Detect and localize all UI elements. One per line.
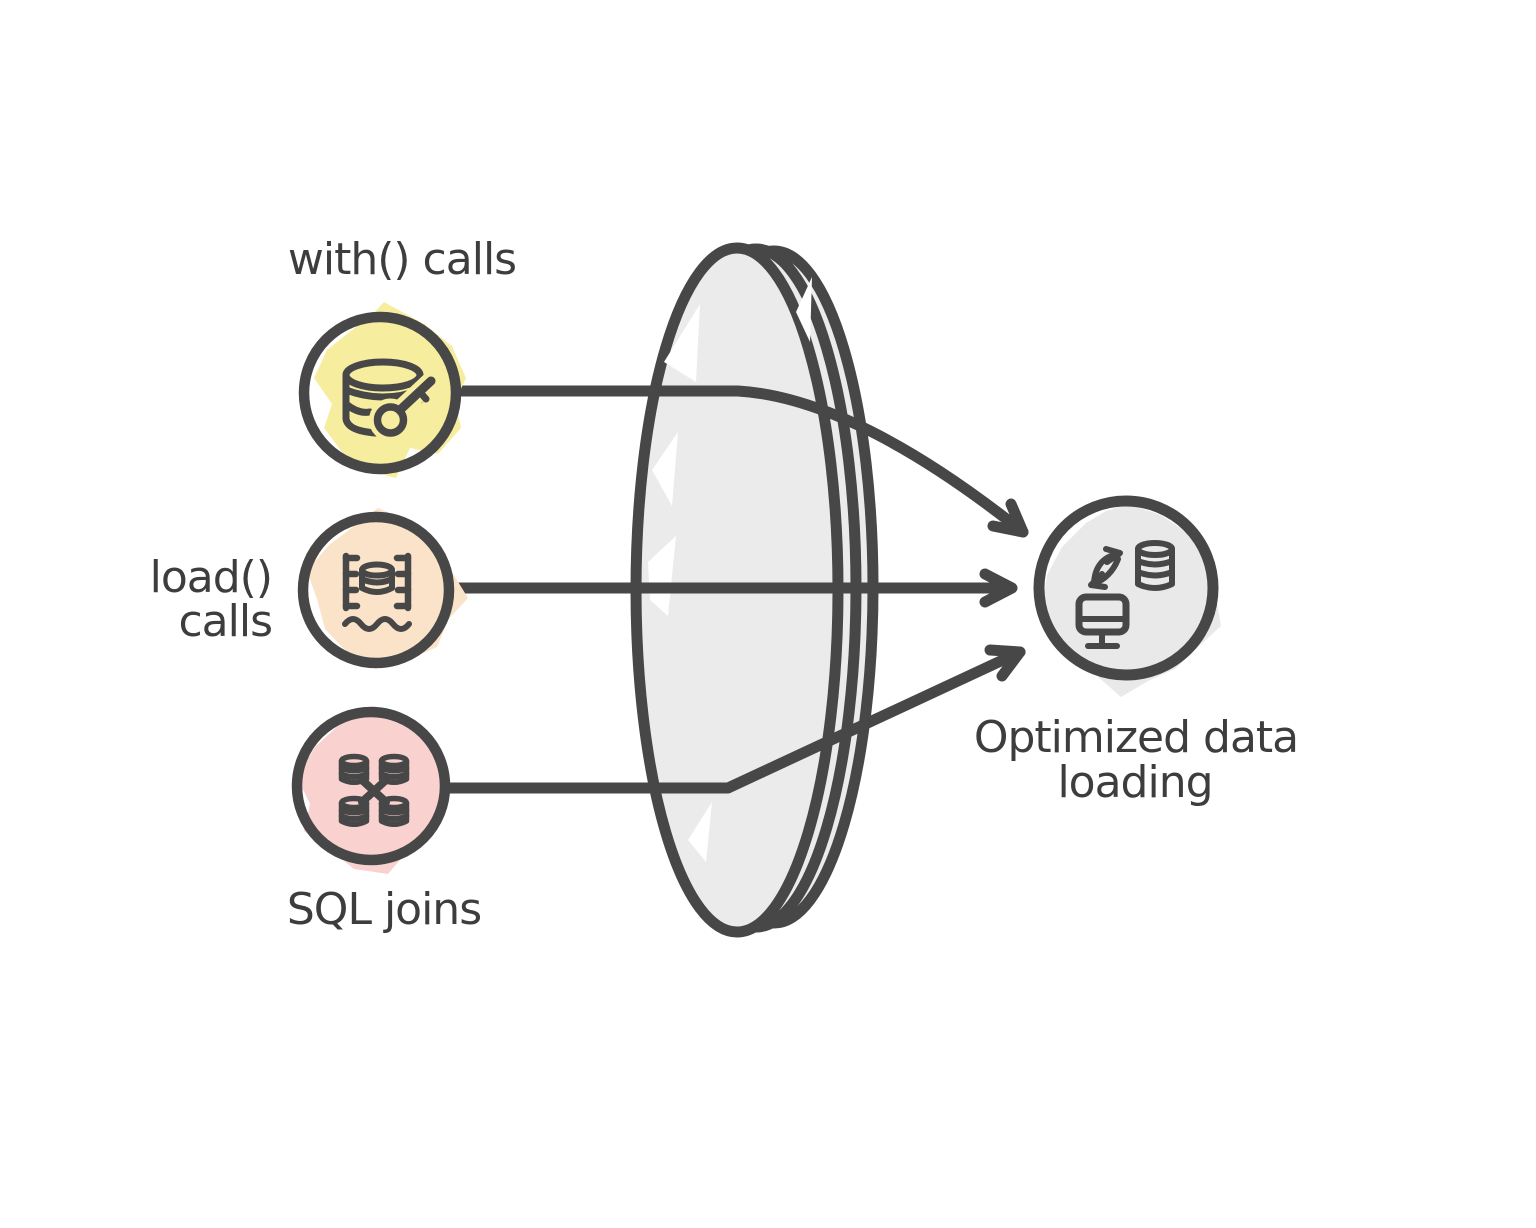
node-result: Optimized data loading: [974, 495, 1299, 808]
mini-database-disc: [338, 807, 370, 816]
key-bow: [373, 403, 408, 437]
ray-sql-to-result: [434, 644, 1026, 794]
sync-arrowhead: [1103, 546, 1123, 565]
key-shaft: [395, 376, 436, 415]
database-body: [1135, 546, 1175, 591]
mini-database-disc: [378, 771, 410, 780]
database-cross-join-icon: [338, 753, 410, 827]
rays: [434, 385, 1029, 794]
monitor-icon: [1075, 593, 1130, 649]
mini-database-disc: [338, 813, 370, 822]
database-fill-level-icon: [342, 552, 412, 632]
result-label-line2: loading: [1057, 757, 1212, 808]
mini-database-disc: [378, 813, 410, 822]
sql-joins-label: SQL joins: [287, 884, 481, 935]
database-key-icon: [342, 358, 441, 442]
node-circle: [297, 511, 455, 669]
sync-arrowhead: [1088, 571, 1108, 590]
with-calls-label: with() calls: [288, 234, 516, 285]
mini-database-body: [338, 800, 370, 827]
scribble-gap: [688, 802, 712, 862]
arrowhead-icon: [984, 644, 1026, 682]
ray-load-to-result: [438, 568, 1018, 608]
load-calls-label-line2: calls: [178, 596, 272, 647]
database-stack-icon: [1135, 540, 1175, 591]
computer-database-sync-icon: [1075, 540, 1175, 649]
water-wave: [342, 616, 412, 632]
join-cross: [358, 776, 390, 806]
lens-scribble-gaps: [648, 277, 812, 862]
result-label-line1: Optimized data: [974, 712, 1298, 763]
scribble-gap: [648, 536, 676, 616]
sync-arrows-icon: [1088, 546, 1123, 590]
node-with-calls: with() calls: [288, 234, 517, 478]
arrowhead-icon: [979, 568, 1018, 608]
load-calls-label-line1: load(): [150, 552, 272, 603]
database-disc: [1135, 558, 1175, 568]
database-disc: [342, 400, 374, 416]
scribble-gap: [664, 304, 700, 382]
scribble-gap: [652, 432, 678, 506]
arrowhead-icon: [987, 498, 1029, 538]
database-disc: [359, 576, 395, 586]
mini-database-disc: [378, 765, 410, 774]
ray-with-to-result: [442, 385, 1029, 538]
database-body: [342, 371, 380, 437]
database-body: [359, 567, 395, 595]
node-circle: [291, 706, 451, 866]
key-tooth: [415, 387, 430, 403]
mini-database-disc: [338, 771, 370, 780]
database-disc: [1135, 569, 1175, 579]
ray-line: [434, 646, 1026, 794]
mini-database-disc: [338, 765, 370, 774]
mini-database-body: [378, 800, 410, 827]
node-circle: [298, 311, 462, 475]
node-circle: [1033, 495, 1219, 681]
ray-line: [442, 385, 1029, 538]
mini-database-disc: [378, 807, 410, 816]
node-sql-joins: SQL joins: [287, 706, 482, 935]
node-load-calls: load() calls: [150, 508, 468, 669]
scribble-gap: [796, 277, 812, 342]
